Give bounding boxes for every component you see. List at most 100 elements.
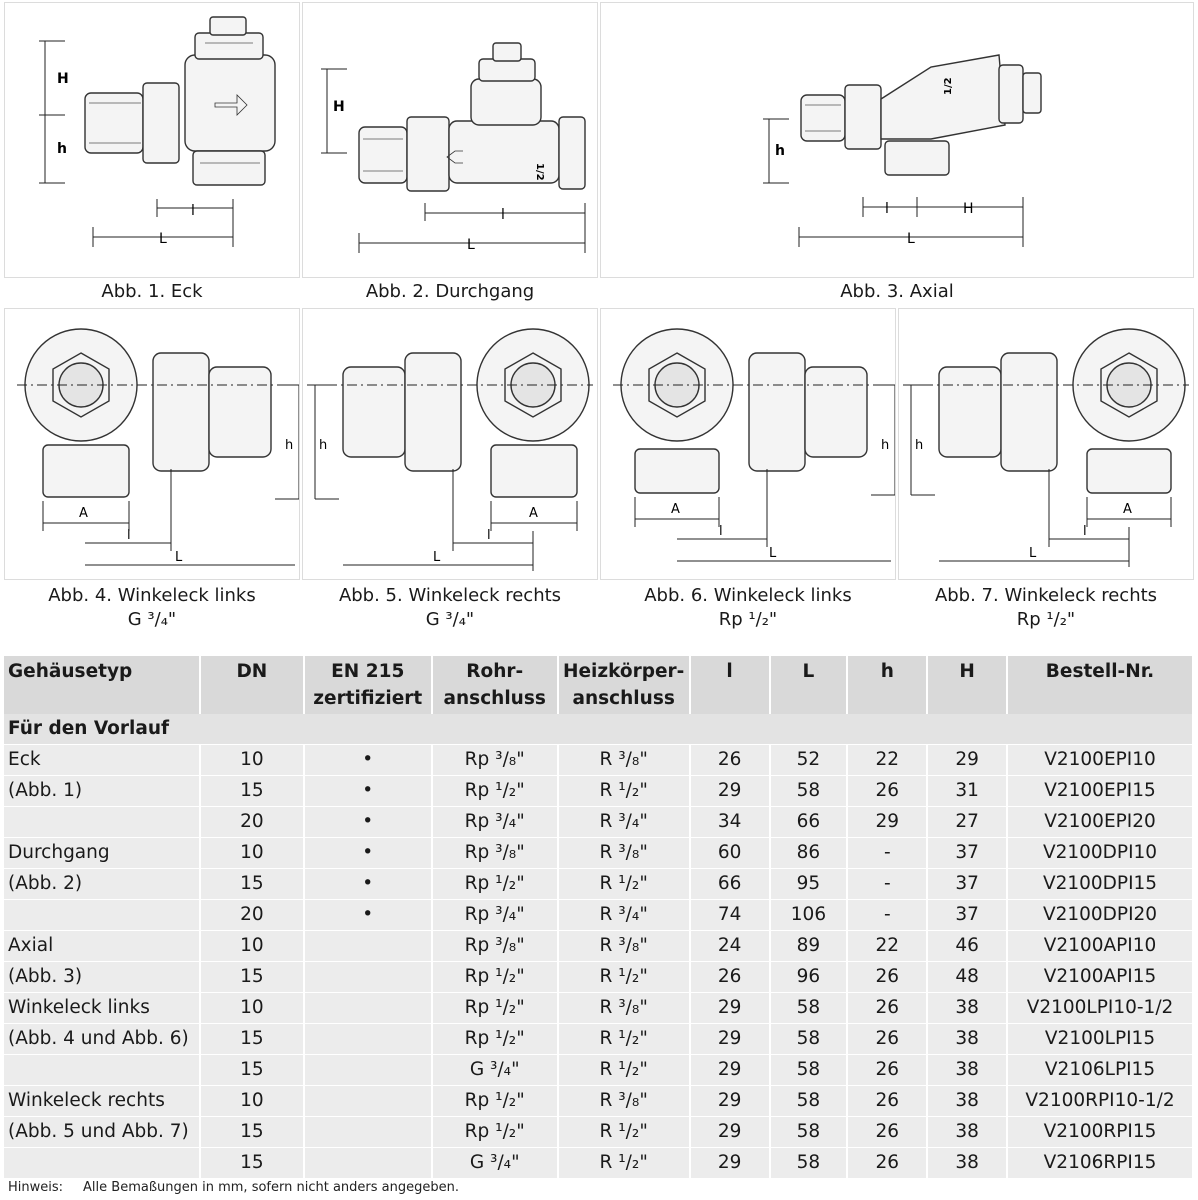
cell-L: 106 (769, 899, 849, 931)
cell-l: 74 (689, 899, 771, 931)
cell-h: 26 (847, 992, 929, 1024)
header-rohranschluss: Rohr-anschluss (431, 656, 559, 714)
cell-dn: 10 (199, 744, 305, 776)
dim-h: h (881, 438, 889, 453)
footnote-label: Hinweis: (8, 1180, 64, 1195)
cell-h: - (847, 868, 929, 900)
cell-H: 37 (927, 899, 1009, 931)
cell-heizkoerperanschluss: R ¹/₂" (557, 868, 691, 900)
cell-h: 26 (847, 961, 929, 993)
cell-dn: 10 (199, 1085, 305, 1117)
cell-dn: 15 (199, 1116, 305, 1148)
header-en215-line2: zertifiziert (313, 688, 423, 709)
cell-heizkoerperanschluss: R ³/₄" (557, 899, 691, 931)
cell-rohranschluss: G ³/₄" (431, 1054, 559, 1086)
section-row-vorlauf: Für den Vorlauf (4, 714, 1194, 745)
cell-H: 37 (927, 837, 1009, 869)
dim-L: L (467, 237, 475, 253)
header-H: H (927, 656, 1009, 714)
cell-bestell-nr: V2100LPI10-1/2 (1007, 992, 1194, 1024)
cell-bestell-nr: V2100DPI15 (1007, 868, 1194, 900)
cell-heizkoerperanschluss: R ¹/₂" (557, 961, 691, 993)
dim-H: H (57, 71, 69, 87)
header-rohr-line2: anschluss (443, 688, 546, 709)
winkeleck-rechts-drawing: A l L h (307, 328, 593, 571)
cell-h: 26 (847, 1023, 929, 1055)
cell-en215 (303, 961, 433, 993)
cell-rohranschluss: Rp ³/₄" (431, 899, 559, 931)
cell-bestell-nr: V2100EPI15 (1007, 775, 1194, 807)
cell-L: 58 (769, 992, 849, 1024)
cell-h: 26 (847, 775, 929, 807)
cell-L: 58 (769, 1085, 849, 1117)
cell-heizkoerperanschluss: R ³/₈" (557, 744, 691, 776)
cell-dn: 15 (199, 1147, 305, 1179)
cell-l: 60 (689, 837, 771, 869)
header-bestell-nr: Bestell-Nr. (1007, 656, 1194, 714)
cell-rohranschluss: Rp ¹/₂" (431, 1023, 559, 1055)
dim-L: L (159, 231, 167, 247)
dim-h: h (775, 143, 785, 159)
cell-type: Eck (4, 744, 201, 776)
cell-type: (Abb. 3) (4, 961, 201, 993)
winkeleck-rechts-rp-drawing: A l L h (903, 328, 1189, 567)
cell-l: 29 (689, 1054, 771, 1086)
cell-L: 86 (769, 837, 849, 869)
cell-dn: 15 (199, 1023, 305, 1055)
header-en215: EN 215 zertifiziert (303, 656, 433, 714)
cell-en215 (303, 1023, 433, 1055)
cell-heizkoerperanschluss: R ¹/₂" (557, 1147, 691, 1179)
cell-rohranschluss: Rp ¹/₂" (431, 1085, 559, 1117)
caption-abb-7-title: Abb. 7. Winkeleck rechts (934, 585, 1158, 606)
cell-rohranschluss: Rp ¹/₂" (431, 1116, 559, 1148)
cell-rohranschluss: Rp ¹/₂" (431, 868, 559, 900)
dim-L: L (175, 550, 183, 565)
eck-valve-drawing: H h l L (39, 16, 276, 247)
cell-L: 95 (769, 868, 849, 900)
cell-type (4, 899, 201, 931)
cell-type (4, 1147, 201, 1179)
dim-l: l (487, 528, 491, 543)
dim-A: A (671, 502, 680, 517)
cell-h: 26 (847, 1085, 929, 1117)
cell-h: 26 (847, 1054, 929, 1086)
cell-h: - (847, 837, 929, 869)
dim-L: L (433, 550, 441, 565)
figure-axial: 1/2 h l H L (600, 2, 1194, 278)
figure-durchgang: 1/2 H l L (302, 2, 598, 278)
cell-L: 58 (769, 1023, 849, 1055)
cell-bestell-nr: V2100DPI20 (1007, 899, 1194, 931)
cell-dn: 10 (199, 837, 305, 869)
cell-l: 66 (689, 868, 771, 900)
cell-h: - (847, 899, 929, 931)
caption-abb-6-title: Abb. 6. Winkeleck links (644, 585, 852, 606)
cell-rohranschluss: Rp ³/₈" (431, 744, 559, 776)
dim-A: A (1123, 502, 1132, 517)
caption-abb-7-thread: Rp ¹/₂" (1016, 609, 1076, 630)
section-label: Für den Vorlauf (4, 714, 1194, 745)
figure-eck: H h l L (4, 2, 300, 278)
cell-en215: • (303, 775, 433, 807)
cell-H: 48 (927, 961, 1009, 993)
cell-type: (Abb. 2) (4, 868, 201, 900)
cell-bestell-nr: V2100EPI20 (1007, 806, 1194, 838)
cell-dn: 20 (199, 899, 305, 931)
header-en215-line1: EN 215 (331, 661, 405, 682)
caption-abb-5-title: Abb. 5. Winkeleck rechts (338, 585, 562, 606)
cell-l: 29 (689, 1023, 771, 1055)
cell-heizkoerperanschluss: R ³/₈" (557, 1085, 691, 1117)
cell-l: 29 (689, 1147, 771, 1179)
cell-type (4, 806, 201, 838)
cell-en215: • (303, 806, 433, 838)
header-l-small: l (689, 656, 771, 714)
header-h-small: h (847, 656, 929, 714)
cell-type: (Abb. 5 und Abb. 7) (4, 1116, 201, 1148)
